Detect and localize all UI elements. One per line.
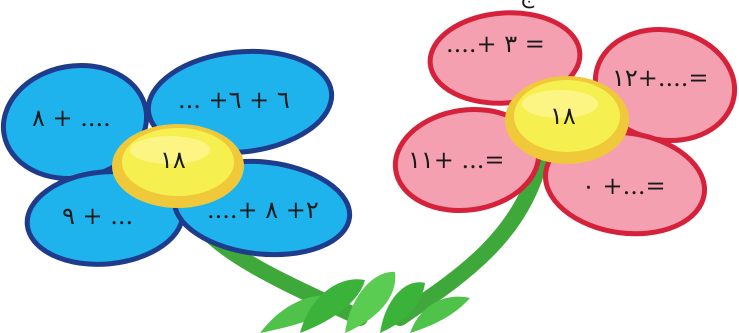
blue-center-number: ١٨ <box>160 146 186 174</box>
blue-equation-top-right: ... +٦ + ٦ <box>178 86 290 114</box>
blue-equation-top-left: ٨ + .... <box>32 104 111 132</box>
pink-equation-bottom-left: ١١+ ...= <box>408 146 505 174</box>
pink-equation-top-left: ....+ ٣ = <box>446 30 545 58</box>
pink-equation-top-right: ١٢+....= <box>612 64 709 92</box>
pink-equation-bottom-right: ٠ +...= <box>582 172 666 200</box>
pink-center-number: ١٨ <box>550 102 576 130</box>
blue-equation-bottom-right: ....+ ٢+ ٨ <box>207 196 319 224</box>
blue-equation-bottom-left: ٩ + ... <box>62 202 133 230</box>
